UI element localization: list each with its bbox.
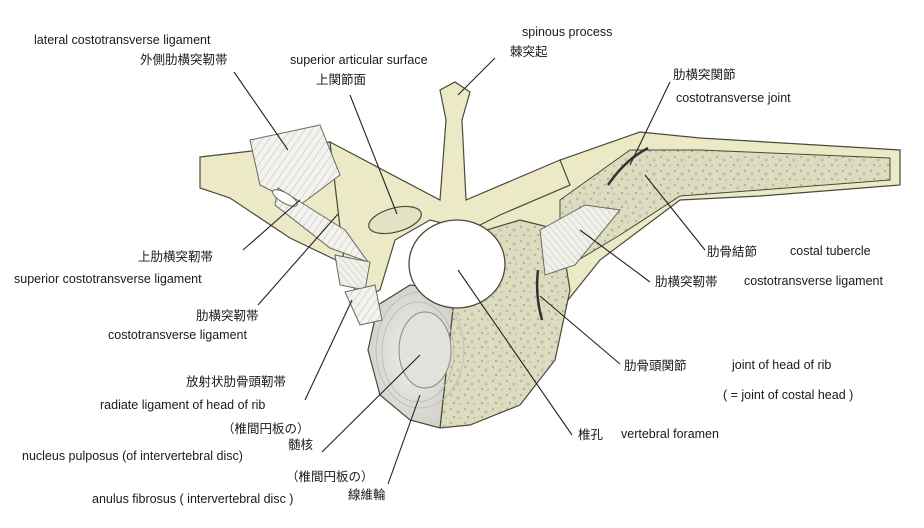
superior-articular-surface-ja: 上関節面 — [316, 72, 367, 87]
costotransverse-joint-en: costotransverse joint — [676, 91, 791, 105]
superior-ct-ligament-en: superior costotransverse ligament — [14, 272, 202, 286]
superior-ct-ligament-shape — [274, 187, 370, 264]
joint-head-of-rib-en: joint of head of rib — [732, 358, 832, 372]
nucleus-pulposus-en: nucleus pulposus (of intervertebral disc… — [22, 449, 243, 463]
ct-ligament-left-en: costotransverse ligament — [108, 328, 247, 342]
radiate-ligament-en: radiate ligament of head of rib — [100, 398, 266, 412]
vertebral-foramen-ja: 椎孔 — [578, 427, 604, 442]
lateral-ct-ligament-shape — [249, 124, 341, 206]
radiate-ligament-ja: 放射状肋骨頭靭帯 — [186, 374, 287, 389]
costal-head-joint-line — [535, 269, 544, 321]
ct-ligament-left-ja: 肋横突靭帯 — [196, 308, 259, 323]
spinous-process-ja: 棘突起 — [510, 44, 548, 59]
vertebral-foramen-shape — [408, 219, 506, 309]
joint-head-of-rib-note: ( = joint of costal head ) — [723, 388, 854, 402]
costal-tubercle-ja: 肋骨結節 — [707, 244, 758, 259]
vertebral-foramen-en: vertebral foramen — [621, 427, 719, 441]
costotransverse-joint-line — [606, 146, 649, 186]
superior-articular-surface-en: superior articular surface — [290, 53, 428, 67]
joint-head-of-rib-ja: 肋骨頭関節 — [624, 358, 687, 373]
right-ct-ligament-shape — [539, 204, 621, 276]
radiate-ligament-shape — [344, 284, 383, 326]
nucleus-pulposus-prefix: （椎間円板の） — [222, 421, 310, 436]
anulus-fibrosus-ja: 線維輪 — [348, 487, 386, 502]
superior-ct-ligament-ja: 上肋横突靭帯 — [138, 249, 214, 264]
nucleus-pulposus-shape — [398, 311, 452, 389]
nucleus-pulposus-ja: 髄核 — [288, 437, 314, 452]
leader-lines — [233, 57, 706, 485]
ct-ligament-right-ja: 肋横突靭帯 — [655, 274, 718, 289]
costotransverse-joint-ja: 肋横突関節 — [673, 67, 736, 82]
anulus-fibrosus-prefix: （椎間円板の） — [286, 469, 374, 484]
ct-ligament-right-en: costotransverse ligament — [744, 274, 883, 288]
lateral-ct-ligament-ja: 外側肋横突靭帯 — [140, 52, 228, 67]
costal-tubercle-en: costal tubercle — [790, 244, 871, 258]
lateral-ct-ligament-en: lateral costotransverse ligament — [34, 33, 211, 47]
superior-articular-surface — [368, 205, 422, 235]
spinous-process-en: spinous process — [522, 25, 613, 39]
anulus-fibrosus-en: anulus fibrosus ( intervertebral disc ) — [92, 492, 294, 506]
